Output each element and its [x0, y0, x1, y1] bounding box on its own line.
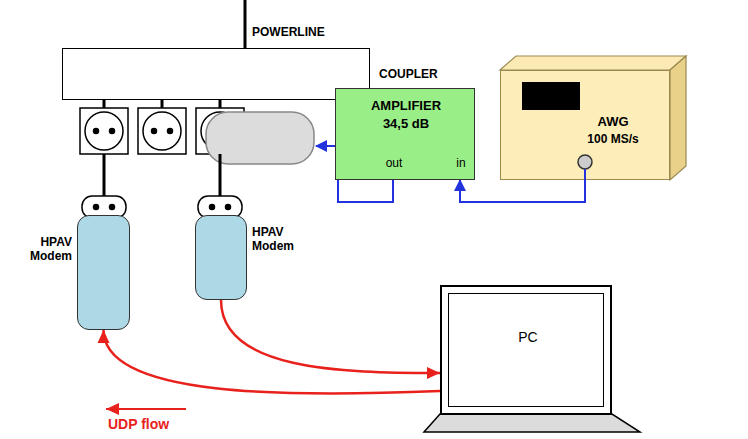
- powerline-label: POWERLINE: [252, 26, 325, 40]
- hpav-modem: HPAV Modem: [77, 215, 130, 330]
- coupler-box: COUPLER: [62, 48, 370, 100]
- hpav-modem: HPAV Modem: [195, 215, 247, 300]
- node-text: COUPLER: [379, 68, 438, 82]
- modem-cable: [104, 154, 220, 196]
- connector: [221, 300, 440, 373]
- node-text: PC: [518, 329, 537, 345]
- amplifier-box: AMPLIFIER 34,5 dB out in: [335, 88, 475, 180]
- flow-arrow: [106, 408, 186, 410]
- awg-top: [500, 56, 686, 70]
- powerline-wire: [244, 0, 247, 48]
- awg-side: [670, 56, 686, 180]
- node-text: HPAV Modem: [20, 236, 72, 264]
- node-text: AWG: [597, 115, 628, 130]
- coupling-plug: [206, 112, 314, 164]
- flow-label: UDP flow: [108, 416, 169, 432]
- node-text: HPAV Modem: [252, 226, 304, 254]
- connector: [460, 180, 585, 202]
- node-text: 100 MS/s: [587, 133, 638, 147]
- node-text: 34,5 dB: [383, 117, 429, 132]
- awg-front-panel: [500, 70, 670, 180]
- node-text: in: [456, 157, 465, 171]
- node-text: AMPLIFIER: [371, 99, 441, 114]
- laptop-screen: PC: [440, 285, 612, 415]
- node-text: out: [386, 157, 403, 171]
- laptop-base: [424, 414, 640, 432]
- coupler-legs: [104, 100, 220, 108]
- connector: [104, 330, 441, 394]
- awg-instrument: AWG 100 MS/s: [500, 70, 670, 180]
